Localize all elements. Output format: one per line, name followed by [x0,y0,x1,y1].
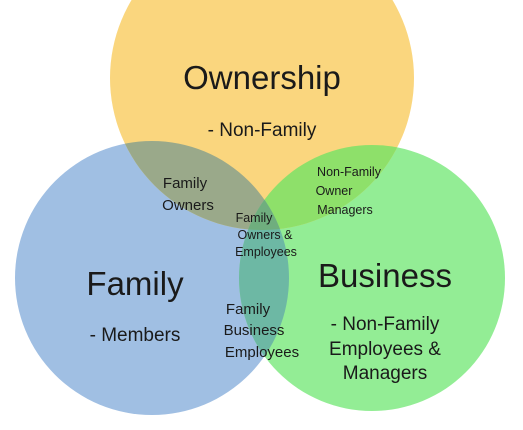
family-business-employees-line1: Family [226,301,271,318]
family-title: Family [86,265,184,302]
center-line1: Family [236,211,274,225]
business-title: Business [318,257,452,294]
ownership-business-overlap [239,145,414,230]
family-subtitle: - Members [90,325,181,346]
ownership-title: Ownership [183,59,341,96]
family-owners-line2: Owners [162,197,214,214]
non-family-owner-managers-line1: Non-Family [317,165,382,179]
family-business-employees-line3: Employees [225,344,299,361]
family-business-employees-line2: Business [224,322,285,339]
non-family-owner-managers-line3: Managers [317,203,373,217]
ownership-family-overlap [110,141,289,230]
business-subtitle-line2: Employees & [329,339,441,360]
center-line2: Owners & [238,228,294,242]
center-line3: Employees [235,245,297,259]
ownership-subtitle: - Non-Family [208,120,317,141]
business-subtitle-line3: Managers [343,363,428,384]
non-family-owner-managers-line2: Owner [316,184,353,198]
family-owners-line1: Family [163,175,208,192]
business-subtitle-line1: - Non-Family [331,314,440,335]
